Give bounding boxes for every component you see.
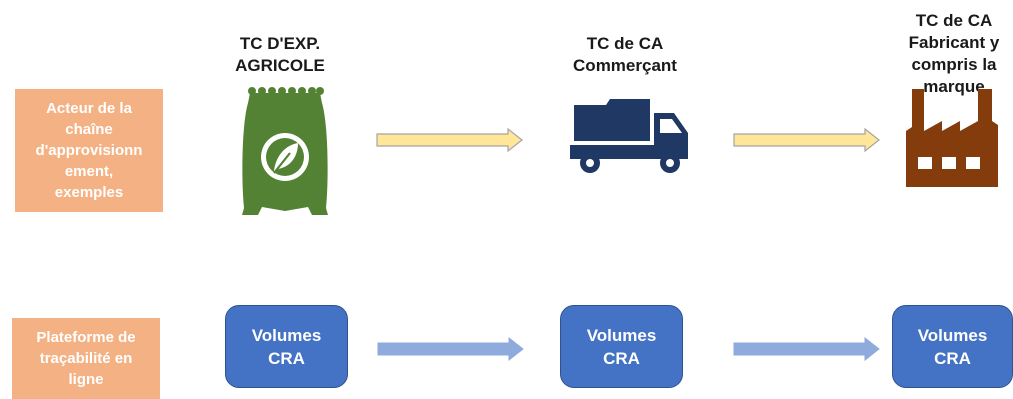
supply-chain-actor-label-text: Acteur de la chaîne d'approvisionn ement…	[35, 100, 143, 201]
volume-box-trader: Volumes CRA	[560, 305, 683, 388]
dump-truck-icon	[570, 99, 688, 173]
flow-arrow-trader-to-manufacturer	[733, 128, 880, 152]
supply-chain-actor-label: Acteur de la chaîne d'approvisionn ement…	[15, 89, 163, 212]
platform-label: Plateforme de traçabilité en ligne	[12, 318, 160, 399]
volume-box-farm: Volumes CRA	[225, 305, 348, 388]
platform-label-text: Plateforme de traçabilité en ligne	[36, 329, 136, 388]
actor-heading-farm: TC D'EXP. AGRICOLE	[235, 34, 325, 75]
flow-arrow-farm-to-trader	[376, 128, 523, 152]
fertilizer-bag-leaf-icon	[242, 87, 328, 215]
volume-box-manufacturer: Volumes CRA	[892, 305, 1013, 388]
flow-arrow-volume-trader-to-manufacturer	[733, 337, 880, 361]
actor-heading-manufacturer: TC de CA Fabricant y compris la marque	[908, 11, 1000, 96]
actor-heading-trader: TC de CA Commerçant	[573, 34, 677, 75]
flow-arrow-volume-farm-to-trader	[377, 337, 524, 361]
factory-icon	[906, 89, 998, 187]
